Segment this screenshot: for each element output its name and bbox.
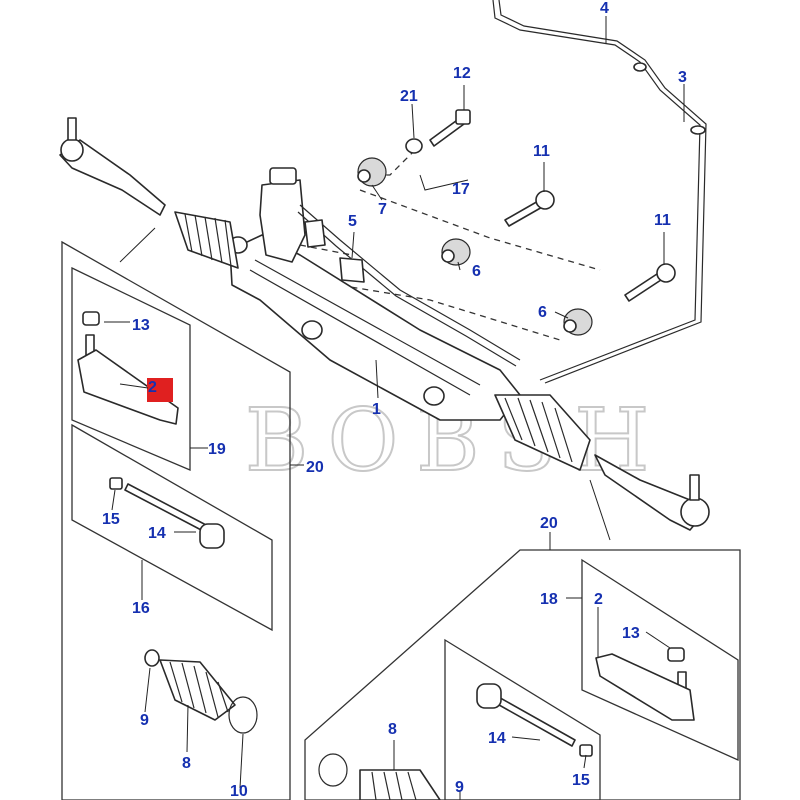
bushing-6-upper-bore xyxy=(441,249,455,263)
callout-15-left: 15 xyxy=(102,511,120,528)
nut-13-right xyxy=(667,647,685,662)
callout-19: 19 xyxy=(208,441,226,458)
group-frame-20-left xyxy=(61,240,291,800)
highlight-marker xyxy=(147,378,173,402)
assembled-tie-rod-right-ball xyxy=(680,497,710,527)
group-frame-inner-right xyxy=(444,638,601,800)
callout-14-right: 14 xyxy=(488,730,506,747)
clamp-9-left xyxy=(144,649,160,667)
callout-11-upper: 11 xyxy=(533,143,550,160)
callout-16: 16 xyxy=(132,600,150,617)
link-clip-lower xyxy=(690,125,706,135)
mount-boss-left xyxy=(301,320,323,340)
washer-21 xyxy=(405,138,423,154)
callout-11-lower: 11 xyxy=(654,212,671,229)
callout-9-right: 9 xyxy=(455,779,464,796)
callout-1: 1 xyxy=(372,401,381,418)
callout-7: 7 xyxy=(378,201,387,218)
inner-tie-rod-14-left xyxy=(124,483,209,533)
rack-boot-left-ribs xyxy=(184,213,232,267)
bolt-11-lower-head xyxy=(656,263,676,283)
tie-rod-end-2-right xyxy=(595,653,695,721)
bolt-12-head xyxy=(455,109,471,125)
callout-10: 10 xyxy=(230,783,248,800)
link-clip-upper xyxy=(633,62,647,72)
callout-20-right: 20 xyxy=(540,515,558,532)
link-rod-inner xyxy=(498,0,707,384)
callout-12: 12 xyxy=(453,65,471,82)
bracket-clip xyxy=(304,219,326,248)
valve-body xyxy=(259,179,306,263)
callout-14-left: 14 xyxy=(148,525,166,542)
group-frame-16 xyxy=(71,423,273,632)
nut-15-left xyxy=(109,477,123,490)
leader-lines xyxy=(104,16,685,800)
callout-20-left: 20 xyxy=(306,459,324,476)
assembled-tie-rod-left xyxy=(59,139,166,216)
group-frame-18 xyxy=(581,558,739,762)
bolt-11-upper-head xyxy=(535,190,555,210)
callout-5: 5 xyxy=(348,213,357,230)
rack-boot-right-ribs xyxy=(504,397,573,463)
nut-13-left xyxy=(82,311,100,326)
callout-6-upper: 6 xyxy=(472,263,481,280)
guide-bushing-upper xyxy=(359,189,601,271)
callout-6-lower: 6 xyxy=(538,304,547,321)
callout-4: 4 xyxy=(600,0,609,17)
valve-cap xyxy=(269,167,297,185)
callout-21: 21 xyxy=(400,88,418,105)
mount-boss-right xyxy=(423,386,445,406)
callout-8-left: 8 xyxy=(182,755,191,772)
assembled-tie-rod-left-ball xyxy=(60,138,84,162)
boot-8-left-ribs xyxy=(169,661,229,718)
bushing-7-bore xyxy=(357,169,371,183)
boot-8-right-ribs xyxy=(371,771,417,800)
callout-18: 18 xyxy=(540,591,558,608)
callout-13-left: 13 xyxy=(132,317,150,334)
callout-13-right: 13 xyxy=(622,625,640,642)
group-frame-19 xyxy=(71,266,191,471)
boot-8-left xyxy=(159,659,236,721)
callout-2-highlighted: 2 xyxy=(148,379,157,396)
nut-15-right xyxy=(579,744,593,757)
ring-10 xyxy=(228,696,258,734)
boot-8-right xyxy=(359,769,441,800)
assembled-tie-rod-right-stud xyxy=(689,474,700,501)
assembled-tie-rod-left-stud xyxy=(67,117,77,141)
callout-3: 3 xyxy=(678,69,687,86)
callout-9-left: 9 xyxy=(140,712,149,729)
tie-rod-end-2 xyxy=(77,349,179,425)
callout-2-right: 2 xyxy=(594,591,603,608)
link-rod xyxy=(492,0,701,381)
callout-8-right: 8 xyxy=(388,721,397,738)
rack-housing-tube xyxy=(249,259,481,396)
ring-right xyxy=(318,753,348,787)
rack-boot-right xyxy=(494,394,591,471)
callout-17: 17 xyxy=(452,181,470,198)
group-frame-20-right xyxy=(304,549,741,800)
inner-tie-rod-14-right-joint xyxy=(476,683,502,709)
bushing-6-lower-bore xyxy=(563,319,577,333)
callout-15-right: 15 xyxy=(572,772,590,789)
inner-tie-rod-14-left-joint xyxy=(199,523,225,549)
guide-bracket xyxy=(299,244,353,256)
rack-boot-left xyxy=(174,211,239,269)
guide-bushing-lower xyxy=(307,279,561,341)
bracket-5 xyxy=(339,257,365,283)
